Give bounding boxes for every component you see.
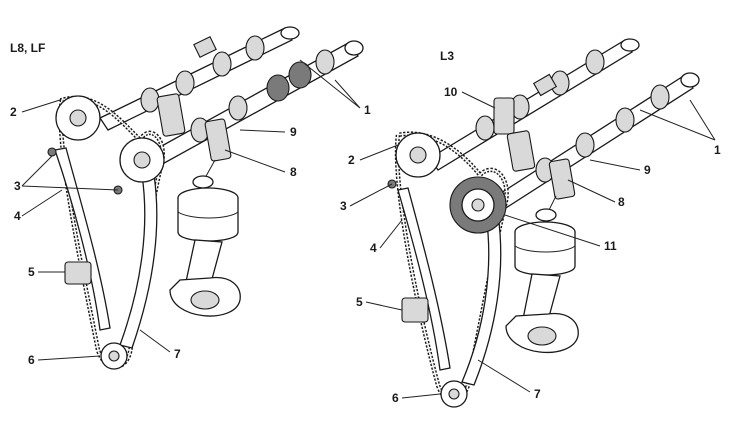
left-callout-9: 9: [290, 125, 297, 139]
left-assembly-title: L8, LF: [10, 41, 45, 55]
right-callout-6: 6: [392, 391, 399, 405]
right-chain-tensioner: [401, 297, 429, 323]
left-assembly: L8, LF: [10, 26, 371, 370]
right-hydraulic-lash-adjuster: [493, 97, 515, 135]
right-callout-7: 7: [534, 387, 541, 401]
right-callout-11: 11: [604, 239, 617, 253]
left-callout-8: 8: [290, 165, 297, 179]
right-camshaft-intake: [429, 38, 640, 171]
left-valve-train: [156, 93, 232, 189]
left-callout-5: 5: [28, 265, 35, 279]
right-chain-guide: [461, 214, 502, 386]
left-callout-1: 1: [364, 103, 371, 117]
left-bolt: [47, 147, 57, 157]
left-piston-assembly: [169, 187, 241, 317]
left-camshaft-intake: [99, 26, 300, 131]
right-leader-lines: [349, 91, 716, 399]
left-chain-guide: [119, 174, 158, 349]
right-callout-2: 2: [348, 153, 355, 167]
left-callout-7: 7: [174, 347, 181, 361]
left-chain-tensioner: [64, 261, 92, 285]
right-valve-train: [493, 97, 576, 222]
left-chain-tensioner-guide: [54, 147, 111, 331]
right-callout-1: 1: [714, 143, 721, 157]
right-piston-assembly: [505, 221, 579, 354]
right-callout-3: 3: [340, 199, 347, 213]
right-callout-8: 8: [618, 195, 625, 209]
right-chain-tensioner-guide: [397, 187, 451, 371]
left-leader-lines: [21, 59, 361, 361]
right-assembly: L3: [340, 38, 721, 408]
right-callout-10: 10: [444, 85, 458, 99]
right-callout-9: 9: [644, 163, 651, 177]
left-callout-3: 3: [14, 179, 21, 193]
left-callout-4: 4: [14, 209, 21, 223]
left-callout-6: 6: [28, 353, 35, 367]
right-assembly-title: L3: [440, 49, 454, 63]
left-callout-2: 2: [10, 105, 17, 119]
right-callout-5: 5: [356, 295, 363, 309]
left-camshaft-exhaust: [139, 40, 364, 173]
right-callout-4: 4: [370, 241, 377, 255]
